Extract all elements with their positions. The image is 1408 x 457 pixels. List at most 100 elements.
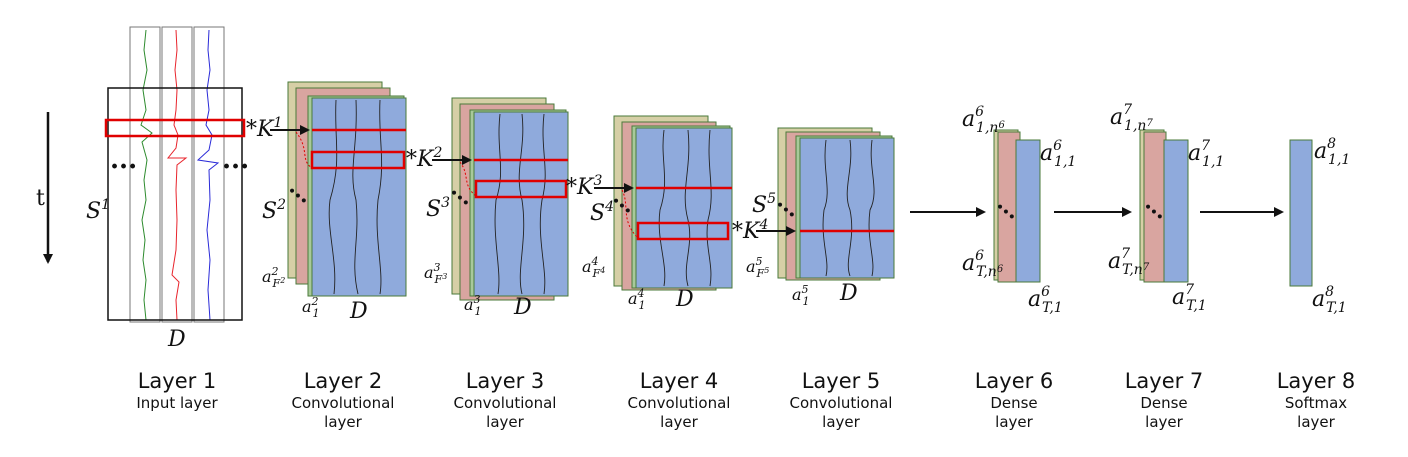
front-feature-map bbox=[799, 137, 895, 279]
signal-red bbox=[166, 29, 188, 321]
label-S3: S3 bbox=[426, 195, 450, 222]
caption-layer-5: Layer 5 Convolutional layer bbox=[776, 368, 906, 432]
layer-desc-line-1: Dense bbox=[990, 394, 1038, 412]
label-K3: *K3 bbox=[566, 173, 602, 200]
label-S1: S1 bbox=[86, 197, 110, 224]
kernel-K1: *K1 bbox=[246, 115, 310, 142]
layer-desc-line-1: Convolutional bbox=[291, 394, 395, 412]
receptive-field-line bbox=[295, 131, 313, 169]
front-unit bbox=[1163, 139, 1189, 283]
trace-c bbox=[706, 129, 712, 287]
layer-title: Layer 3 bbox=[465, 369, 545, 393]
caption-layer-6: Layer 6 Dense layer bbox=[954, 368, 1074, 432]
trace-b bbox=[518, 113, 525, 295]
ellipsis-left: ... bbox=[110, 145, 137, 175]
layer-desc-line-1: Dense bbox=[1140, 394, 1188, 412]
input-frame bbox=[107, 87, 243, 321]
layer-desc-line-1: Softmax bbox=[1284, 394, 1348, 412]
input-window-highlight bbox=[104, 118, 246, 138]
window-highlight bbox=[474, 179, 568, 199]
layer-title: Layer 6 bbox=[974, 369, 1054, 393]
softmax-unit bbox=[1289, 139, 1313, 287]
layer-title: Layer 7 bbox=[1124, 369, 1204, 393]
trace-c bbox=[868, 139, 875, 277]
layer-desc-line-1: Convolutional bbox=[627, 394, 731, 412]
layer-desc-line-2: layer bbox=[1145, 413, 1183, 431]
trace-a bbox=[658, 129, 666, 287]
label-K2: *K2 bbox=[406, 145, 442, 172]
trace-b bbox=[684, 129, 691, 287]
layer-desc-line-2: layer bbox=[1297, 413, 1335, 431]
layer-desc-line-2: layer bbox=[660, 413, 698, 431]
time-axis: t bbox=[36, 112, 53, 264]
label-S4: S4 bbox=[590, 199, 614, 226]
layer-desc-line-1: Input layer bbox=[136, 394, 218, 412]
label-S5: S5 bbox=[752, 191, 776, 218]
label-D-layer5: D bbox=[839, 281, 858, 306]
caption-layer-1: Layer 1 Input layer bbox=[112, 368, 242, 413]
label-D-layer3: D bbox=[513, 295, 532, 320]
kernel-K2: *K2 bbox=[406, 145, 472, 172]
caption-layer-7: Layer 7 Dense layer bbox=[1104, 368, 1224, 432]
layer-desc-line-2: layer bbox=[822, 413, 860, 431]
trace-c bbox=[539, 113, 546, 295]
layer-1-input: ... ... S1 D bbox=[86, 26, 249, 352]
trace-a bbox=[494, 113, 502, 295]
front-feature-map bbox=[635, 127, 733, 289]
window-highlight bbox=[636, 221, 730, 241]
trace-b bbox=[846, 139, 853, 277]
time-label: t bbox=[36, 186, 45, 211]
kernel-K4: *K4 bbox=[732, 217, 796, 244]
label-K4: *K4 bbox=[732, 217, 768, 244]
layer-desc-line-2: layer bbox=[486, 413, 524, 431]
layer-desc-line-1: Convolutional bbox=[789, 394, 893, 412]
layer-desc-line-1: Convolutional bbox=[453, 394, 557, 412]
layer-title: Layer 1 bbox=[137, 369, 217, 393]
signal-blue bbox=[196, 29, 220, 321]
caption-layer-4: Layer 4 Convolutional layer bbox=[614, 368, 744, 432]
front-feature-map bbox=[311, 97, 407, 297]
signal-green bbox=[140, 29, 153, 321]
kernel-K3: *K3 bbox=[566, 173, 634, 200]
trace-b bbox=[352, 99, 359, 295]
label-D-layer1: D bbox=[167, 327, 186, 352]
receptive-field-line bbox=[621, 189, 639, 239]
label-D-layer4: D bbox=[675, 287, 694, 312]
layer-title: Layer 2 bbox=[303, 369, 383, 393]
caption-layer-3: Layer 3 Convolutional layer bbox=[440, 368, 570, 432]
layer-title: Layer 5 bbox=[801, 369, 881, 393]
ellipsis-right: ... bbox=[222, 145, 249, 175]
front-unit bbox=[1015, 139, 1041, 283]
caption-layer-8: Layer 8 Softmax layer bbox=[1256, 368, 1376, 432]
window-highlight bbox=[310, 150, 406, 170]
trace-a bbox=[822, 139, 828, 277]
label-S2: S2 bbox=[262, 197, 286, 224]
label-K1: *K1 bbox=[246, 115, 282, 142]
label-D-layer2: D bbox=[349, 299, 368, 324]
layer-title: Layer 4 bbox=[639, 369, 719, 393]
